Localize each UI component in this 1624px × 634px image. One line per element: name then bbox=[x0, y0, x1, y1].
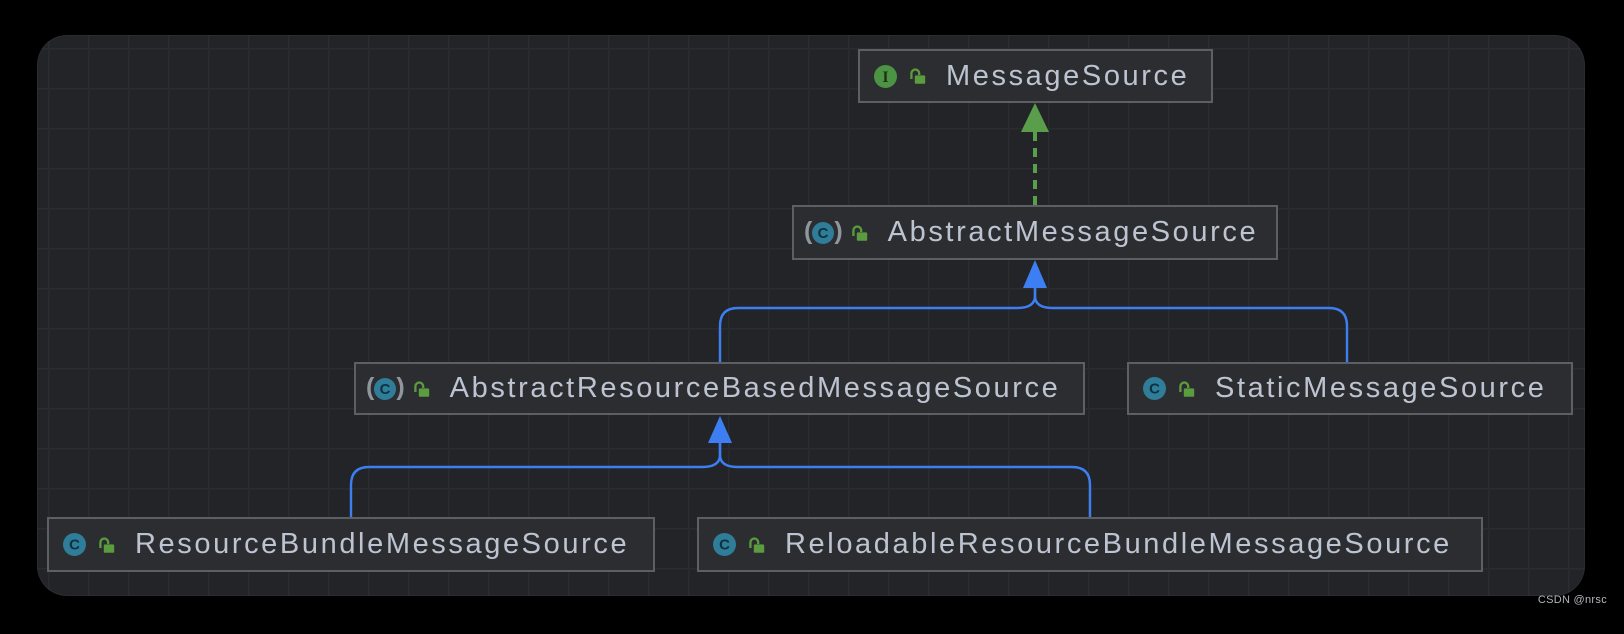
public-lock-icon bbox=[850, 223, 870, 243]
class-node-staticmessagesource[interactable]: C StaticMessageSource bbox=[1127, 362, 1573, 415]
abstract-class-icon: ( C ) bbox=[366, 373, 405, 401]
svg-text:C: C bbox=[1149, 381, 1160, 398]
class-name-label: AbstractResourceBasedMessageSource bbox=[449, 372, 1061, 404]
public-lock-icon bbox=[412, 379, 432, 399]
svg-text:C: C bbox=[818, 225, 829, 242]
svg-text:C: C bbox=[69, 537, 80, 554]
class-node-abstractresourcebasedmessagesource[interactable]: ( C ) AbstractResourceBasedMessageSource bbox=[354, 362, 1085, 415]
public-lock-icon bbox=[97, 535, 117, 555]
class-node-reloadableresourcebundlemessagesource[interactable]: C ReloadableResourceBundleMessageSource bbox=[697, 517, 1483, 572]
diagram-canvas[interactable] bbox=[37, 35, 1585, 596]
class-icon: C bbox=[61, 531, 88, 558]
public-lock-icon bbox=[1177, 379, 1197, 399]
class-name-label: StaticMessageSource bbox=[1215, 372, 1547, 404]
abstract-class-icon: ( C ) bbox=[804, 217, 843, 245]
class-icon: C bbox=[711, 531, 738, 558]
svg-text:C: C bbox=[719, 537, 730, 554]
svg-text:C: C bbox=[380, 381, 391, 398]
public-lock-icon bbox=[908, 66, 928, 86]
class-name-label: ResourceBundleMessageSource bbox=[135, 528, 630, 560]
interface-icon: I bbox=[872, 63, 899, 90]
class-name-label: MessageSource bbox=[946, 59, 1190, 92]
class-node-abstractmessagesource[interactable]: ( C ) AbstractMessageSource bbox=[792, 205, 1278, 260]
class-node-messagesource[interactable]: I MessageSource bbox=[858, 49, 1213, 103]
class-name-label: AbstractMessageSource bbox=[887, 216, 1259, 248]
watermark-text: CSDN @nrsc bbox=[1537, 594, 1607, 606]
svg-text:I: I bbox=[882, 69, 888, 86]
class-name-label: ReloadableResourceBundleMessageSource bbox=[785, 528, 1452, 560]
class-icon: C bbox=[1141, 375, 1168, 402]
class-node-resourcebundlemessagesource[interactable]: C ResourceBundleMessageSource bbox=[47, 517, 655, 572]
public-lock-icon bbox=[747, 535, 767, 555]
